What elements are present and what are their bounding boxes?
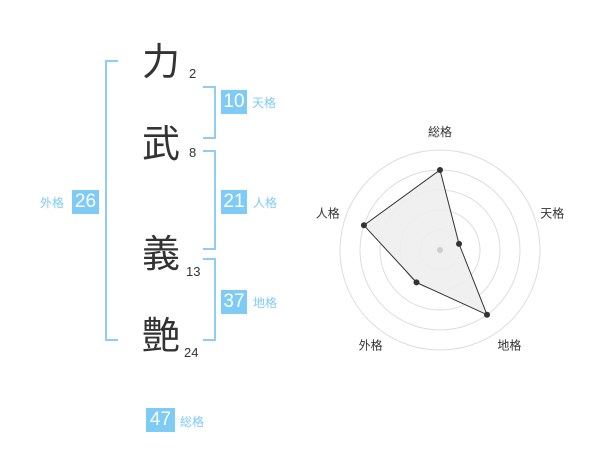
stroke-count-2: 8 <box>189 145 197 160</box>
radar-ring <box>339 149 541 351</box>
name-char-1: 力 <box>142 40 181 84</box>
chikaku-label: 地格 <box>253 296 278 310</box>
stroke-count-1: 2 <box>189 66 197 81</box>
stroke-count-3: 13 <box>186 264 201 279</box>
radar-points <box>360 167 491 318</box>
jinkaku-label: 人格 <box>253 196 278 210</box>
radar-point <box>437 167 443 173</box>
radar-center-dot <box>437 247 443 253</box>
radar-point <box>456 240 463 247</box>
name-char-4: 艶 <box>142 314 181 358</box>
radar-axis-label-gaikaku: 外格 <box>359 338 383 353</box>
tenkaku-value: 10 <box>221 90 247 114</box>
gaikaku-bracket <box>105 60 118 341</box>
soukaku-value: 47 <box>146 408 175 432</box>
jinkaku-value: 21 <box>221 190 247 214</box>
radar-axis-label-chikaku: 地格 <box>497 338 521 353</box>
name-char-3: 義 <box>142 232 181 276</box>
soukaku-label: 総格 <box>180 415 205 429</box>
radar-area <box>363 169 488 316</box>
radar-chart: 総格 天格 地格 外格 人格 <box>316 124 564 353</box>
gaikaku-label: 外格 <box>40 196 65 210</box>
radar-axis-label-jinkaku: 人格 <box>316 206 340 221</box>
radar-point <box>484 311 491 318</box>
name-char-2: 武 <box>142 122 181 166</box>
tenkaku-label: 天格 <box>252 96 277 110</box>
chikaku-value: 37 <box>221 290 247 314</box>
gaikaku-value: 26 <box>72 190 99 214</box>
radar-point <box>413 279 420 286</box>
chikaku-bracket <box>203 258 216 341</box>
stroke-count-4: 24 <box>184 345 199 360</box>
radar-point <box>360 222 367 229</box>
radar-axis-label-soukaku: 総格 <box>428 124 452 139</box>
tenkaku-bracket <box>203 86 216 139</box>
jinkaku-bracket <box>203 150 216 250</box>
radar-axis-label-tenkaku: 天格 <box>540 206 564 221</box>
